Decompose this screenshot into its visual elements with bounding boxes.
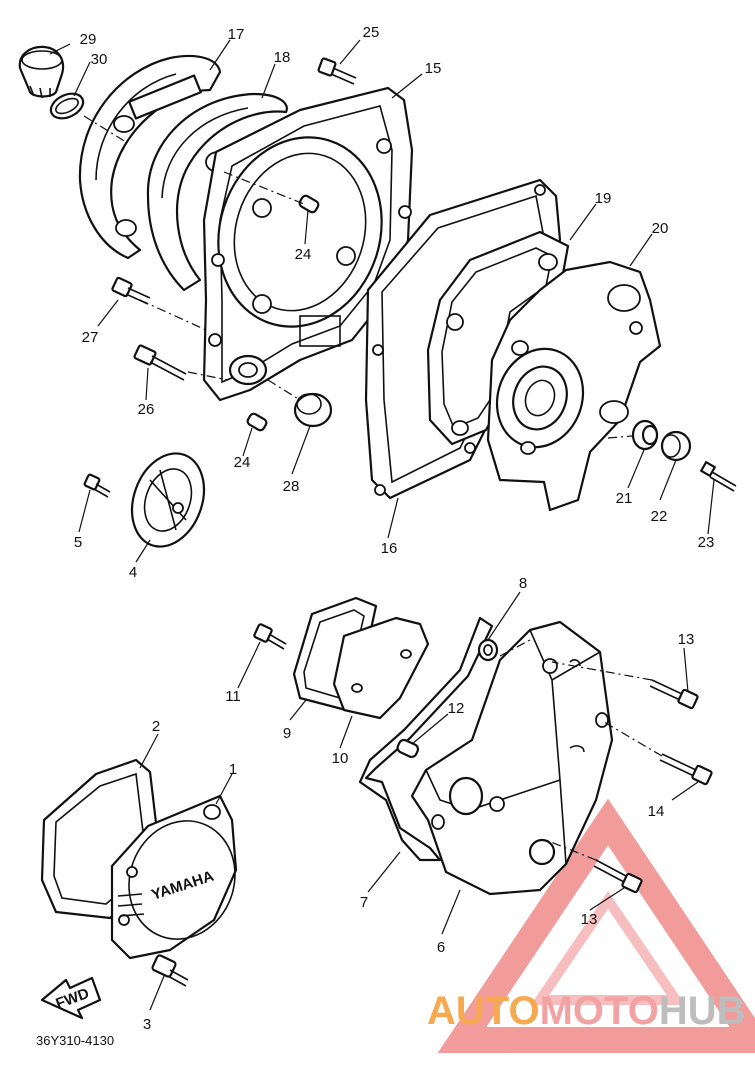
callout-1: 1 <box>229 761 237 778</box>
callout-19: 19 <box>595 190 612 207</box>
callout-23: 23 <box>698 534 715 551</box>
callout-7: 7 <box>360 894 368 911</box>
callout-25: 25 <box>363 24 380 41</box>
callout-14: 14 <box>648 803 665 820</box>
crankcase-cover-outer <box>78 54 222 260</box>
callout-12: 12 <box>448 700 465 717</box>
diagram-code: 36Y310-4130 <box>36 1033 114 1048</box>
callout-2: 2 <box>152 718 160 735</box>
callout-22: 22 <box>651 508 668 525</box>
dowel-pin-24b <box>246 412 268 432</box>
sprocket-cover <box>410 620 614 896</box>
callout-18: 18 <box>274 49 291 66</box>
callout-20: 20 <box>652 220 669 237</box>
callout-28: 28 <box>283 478 300 495</box>
callout-15: 15 <box>425 60 442 77</box>
callout-6: 6 <box>437 939 445 956</box>
callout-9: 9 <box>283 725 291 742</box>
oil-filler-cap <box>18 45 65 99</box>
watermark-hub: HUB <box>659 989 746 1033</box>
callout-11: 11 <box>225 688 241 705</box>
bolt-23 <box>700 461 737 492</box>
callout-26: 26 <box>138 401 155 418</box>
plug-28 <box>293 392 333 428</box>
washer-8 <box>477 638 499 662</box>
oil-seal <box>631 419 659 451</box>
leader-lines <box>49 39 715 1011</box>
watermark-auto: AUTO <box>427 989 540 1033</box>
plug-cap <box>660 430 692 462</box>
bolt-13a <box>649 679 699 710</box>
watermark-logo: AUTOMOTOHUB <box>427 989 746 1033</box>
bolt-11 <box>253 623 287 650</box>
callout-13b: 13 <box>581 911 598 928</box>
generator-cover: YAMAHA <box>110 794 238 960</box>
fwd-arrow: FWD <box>40 976 102 1020</box>
callout-17: 17 <box>228 26 245 43</box>
bolt-13b <box>593 859 643 894</box>
callout-10: 10 <box>332 750 349 767</box>
neutral-switch <box>151 954 189 987</box>
bolt-5 <box>83 473 111 498</box>
clutch-cover <box>486 260 662 512</box>
bolt-26 <box>133 344 187 381</box>
callout-21: 21 <box>616 490 633 507</box>
callout-24b: 24 <box>234 454 251 471</box>
callout-3: 3 <box>143 1016 151 1033</box>
watermark-triangle <box>437 798 755 1053</box>
o-ring <box>49 92 85 120</box>
dowel-pin-12 <box>396 738 420 759</box>
callout-16: 16 <box>381 540 398 557</box>
bolt-14 <box>659 753 713 786</box>
bolt-25 <box>317 57 357 85</box>
callout-24a: 24 <box>295 246 312 263</box>
assembly-dash-lines <box>83 115 663 861</box>
dowel-pin-24a <box>298 194 320 214</box>
svg-text:AUTOMOTOHUB: AUTOMOTOHUB <box>427 989 746 1033</box>
callout-29: 29 <box>80 31 97 48</box>
callout-numbers: 29 30 17 18 25 15 24 19 20 27 26 24 28 5… <box>74 24 715 1033</box>
callout-30: 30 <box>91 51 108 68</box>
callout-13a: 13 <box>678 631 695 648</box>
callout-4: 4 <box>129 564 137 581</box>
gasket-7 <box>358 616 494 862</box>
callout-5: 5 <box>74 534 82 551</box>
crankcase-gasket-frame <box>202 86 414 402</box>
callout-8: 8 <box>519 575 527 592</box>
callout-27: 27 <box>82 329 99 346</box>
watermark-moto: MOTO <box>540 989 659 1033</box>
pickup-rotor <box>130 452 206 548</box>
inspection-cover-10 <box>332 616 430 720</box>
